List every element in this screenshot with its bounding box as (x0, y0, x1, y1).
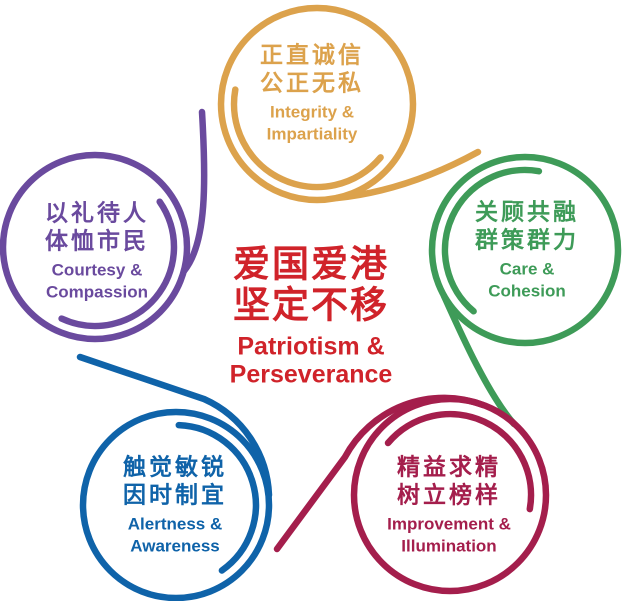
alertness-spiral (76, 353, 273, 601)
alertness-cn-line2: 因时制宜 (123, 481, 227, 508)
care-en-line2: Cohesion (488, 281, 566, 301)
center-motto-label: 爱国爱港 坚定不移 Patriotism & Perseverance (230, 244, 393, 389)
center-cn-line2: 坚定不移 (232, 284, 389, 326)
improvement-en-line1: Improvement & (387, 514, 511, 534)
alertness-cn-line1: 触觉敏锐 (123, 453, 227, 480)
integrity-en-line1: Integrity & (269, 102, 355, 122)
integrity-tail (333, 148, 482, 202)
integrity-en-line2: Impartiality (266, 124, 358, 144)
alertness-en-line2: Awareness (130, 536, 220, 556)
improvement-inner-arc (384, 410, 535, 513)
center-cn-line1: 爱国爱港 (232, 243, 389, 285)
center-en-line1: Patriotism & (237, 332, 385, 361)
courtesy-tail (180, 108, 208, 275)
alertness-label: 触觉敏锐 因时制宜 Alertness & Awareness (123, 453, 227, 558)
care-ring (428, 153, 622, 347)
courtesy-cn-line2: 体恤市民 (45, 227, 149, 254)
courtesy-ring (0, 151, 191, 343)
integrity-spiral (217, 4, 482, 204)
courtesy-spiral (0, 108, 208, 343)
integrity-cn-line1: 正直诚信 (260, 41, 364, 68)
integrity-cn-line2: 公正无私 (260, 69, 364, 96)
improvement-spiral (273, 394, 550, 595)
integrity-label: 正直诚信 公正无私 Integrity & Impartiality (260, 41, 364, 146)
integrity-ring (217, 4, 417, 204)
alertness-ring (79, 408, 273, 601)
care-en-line1: Care & (499, 259, 555, 279)
care-cn-line1: 关顾共融 (475, 198, 579, 225)
improvement-tail (273, 394, 487, 553)
care-inner-arc (441, 166, 543, 315)
courtesy-cn-line1: 以礼待人 (45, 199, 149, 226)
courtesy-en-line1: Courtesy & (51, 260, 143, 280)
improvement-label: 精益求精 树立榜样 Improvement & Illumination (387, 453, 511, 558)
improvement-cn-line1: 精益求精 (397, 453, 501, 480)
care-label: 关顾共融 群策群力 Care & Cohesion (475, 198, 579, 303)
courtesy-label: 以礼待人 体恤市民 Courtesy & Compassion (45, 199, 149, 304)
center-en-line2: Perseverance (229, 360, 393, 389)
alertness-en-line1: Alertness & (127, 514, 223, 534)
care-cn-line2: 群策群力 (475, 226, 579, 253)
alertness-inner-arc (175, 421, 260, 574)
courtesy-inner-arc (58, 198, 178, 330)
alertness-tail (76, 353, 273, 499)
integrity-inner-arc (230, 86, 384, 191)
improvement-cn-line2: 树立榜样 (397, 481, 501, 508)
improvement-en-line2: Illumination (401, 536, 497, 556)
courtesy-en-line2: Compassion (45, 282, 149, 302)
